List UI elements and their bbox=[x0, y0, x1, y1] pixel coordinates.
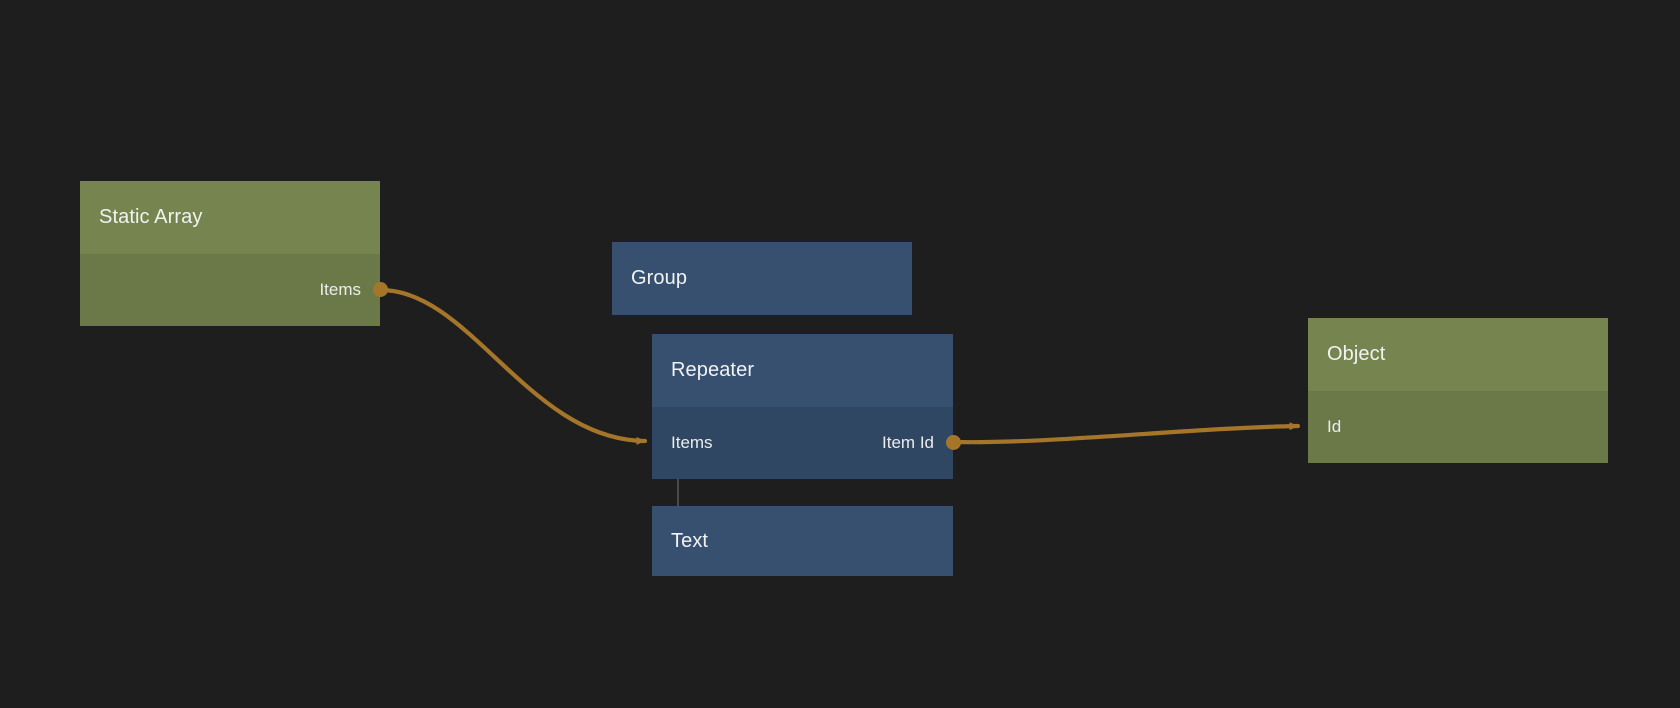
port-row-static-array-items[interactable]: Items bbox=[80, 254, 380, 326]
port-row-repeater-ports[interactable]: Items Item Id bbox=[652, 407, 953, 479]
port-label-static-array-items: Items bbox=[319, 280, 361, 299]
port-label-repeater-item-id: Item Id bbox=[882, 433, 934, 452]
node-object-body: Id bbox=[1308, 391, 1608, 463]
edge-static-array-items-to-repeater-items bbox=[378, 287, 648, 445]
node-repeater-body: Items Item Id bbox=[652, 407, 953, 479]
node-group[interactable]: Group bbox=[612, 242, 912, 315]
node-object[interactable]: Object Id bbox=[1308, 318, 1608, 463]
edge-repeater-itemid-to-object-id bbox=[952, 422, 1301, 445]
port-row-object-id[interactable]: Id bbox=[1308, 391, 1608, 463]
node-text-title: Text bbox=[652, 506, 953, 576]
node-static-array-title: Static Array bbox=[80, 181, 380, 254]
node-repeater-title: Repeater bbox=[652, 334, 953, 407]
node-group-title: Group bbox=[612, 242, 912, 315]
node-repeater[interactable]: Repeater Items Item Id bbox=[652, 334, 953, 479]
port-dot-repeater-item-id[interactable] bbox=[946, 435, 961, 450]
node-static-array-body: Items bbox=[80, 254, 380, 326]
node-static-array[interactable]: Static Array Items bbox=[80, 181, 380, 326]
port-dot-static-array-items[interactable] bbox=[373, 282, 388, 297]
node-text[interactable]: Text bbox=[652, 506, 953, 576]
port-label-object-id: Id bbox=[1327, 417, 1342, 436]
port-label-repeater-items: Items bbox=[671, 433, 713, 452]
node-object-title: Object bbox=[1308, 318, 1608, 391]
